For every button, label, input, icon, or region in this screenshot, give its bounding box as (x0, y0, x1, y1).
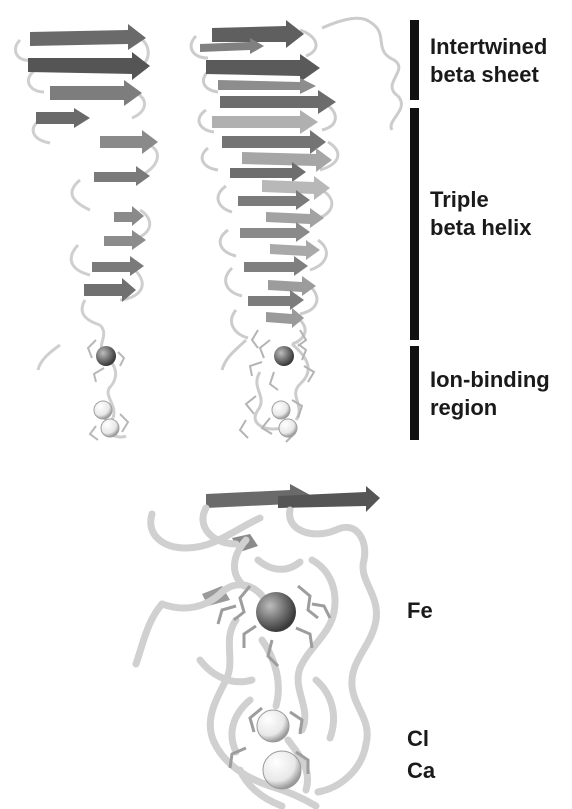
strand (266, 208, 324, 228)
trimer-cl-atom (272, 401, 290, 419)
strand (238, 190, 310, 210)
monomer-cl-atom (94, 401, 112, 419)
monomer-strands (28, 24, 158, 302)
closeup-ca-atom (263, 751, 301, 789)
strand (230, 162, 306, 182)
bar-ion-binding-region (410, 346, 419, 440)
monomer-ribbon (15, 24, 158, 440)
closeup-cl-atom (257, 710, 289, 742)
strand (36, 108, 90, 128)
strand (50, 80, 142, 106)
strand (114, 206, 144, 226)
bar-intertwined-beta-sheet (410, 20, 419, 100)
strand (248, 290, 304, 310)
atom-label-cl: Cl (407, 726, 429, 752)
label-line: beta sheet (430, 61, 547, 89)
ion-binding-closeup (136, 484, 380, 806)
strand (266, 308, 304, 328)
label-line: region (430, 394, 550, 422)
atom-label-ca: Ca (407, 758, 435, 784)
strand (206, 54, 320, 82)
trimer-fe-atom (274, 346, 294, 366)
bar-triple-beta-helix (410, 108, 419, 340)
closeup-fe-atom (256, 592, 296, 632)
strand (104, 230, 146, 250)
label-intertwined-beta-sheet: Intertwined beta sheet (430, 33, 547, 89)
monomer-fe-atom (96, 346, 116, 366)
strand (30, 24, 146, 50)
label-ion-binding-region: Ion-binding region (430, 366, 550, 422)
strand (212, 110, 318, 134)
strand (244, 256, 308, 276)
strand (100, 130, 158, 154)
atom-label-fe: Fe (407, 598, 433, 624)
trimer-ca-atom (279, 419, 297, 437)
label-line: Triple (430, 186, 531, 214)
strand (240, 222, 310, 242)
label-line: Intertwined (430, 33, 547, 61)
label-triple-beta-helix: Triple beta helix (430, 186, 531, 242)
strand (218, 78, 316, 94)
trimer-sidechains (240, 330, 314, 442)
strand (220, 90, 336, 114)
label-line: Ion-binding (430, 366, 550, 394)
trimer-ribbon (191, 18, 401, 442)
trimer-strands (200, 20, 336, 328)
strand (222, 130, 326, 154)
strand (94, 166, 150, 186)
strand (28, 52, 150, 80)
monomer-ca-atom (101, 419, 119, 437)
closeup-coil (136, 508, 376, 806)
label-line: beta helix (430, 214, 531, 242)
